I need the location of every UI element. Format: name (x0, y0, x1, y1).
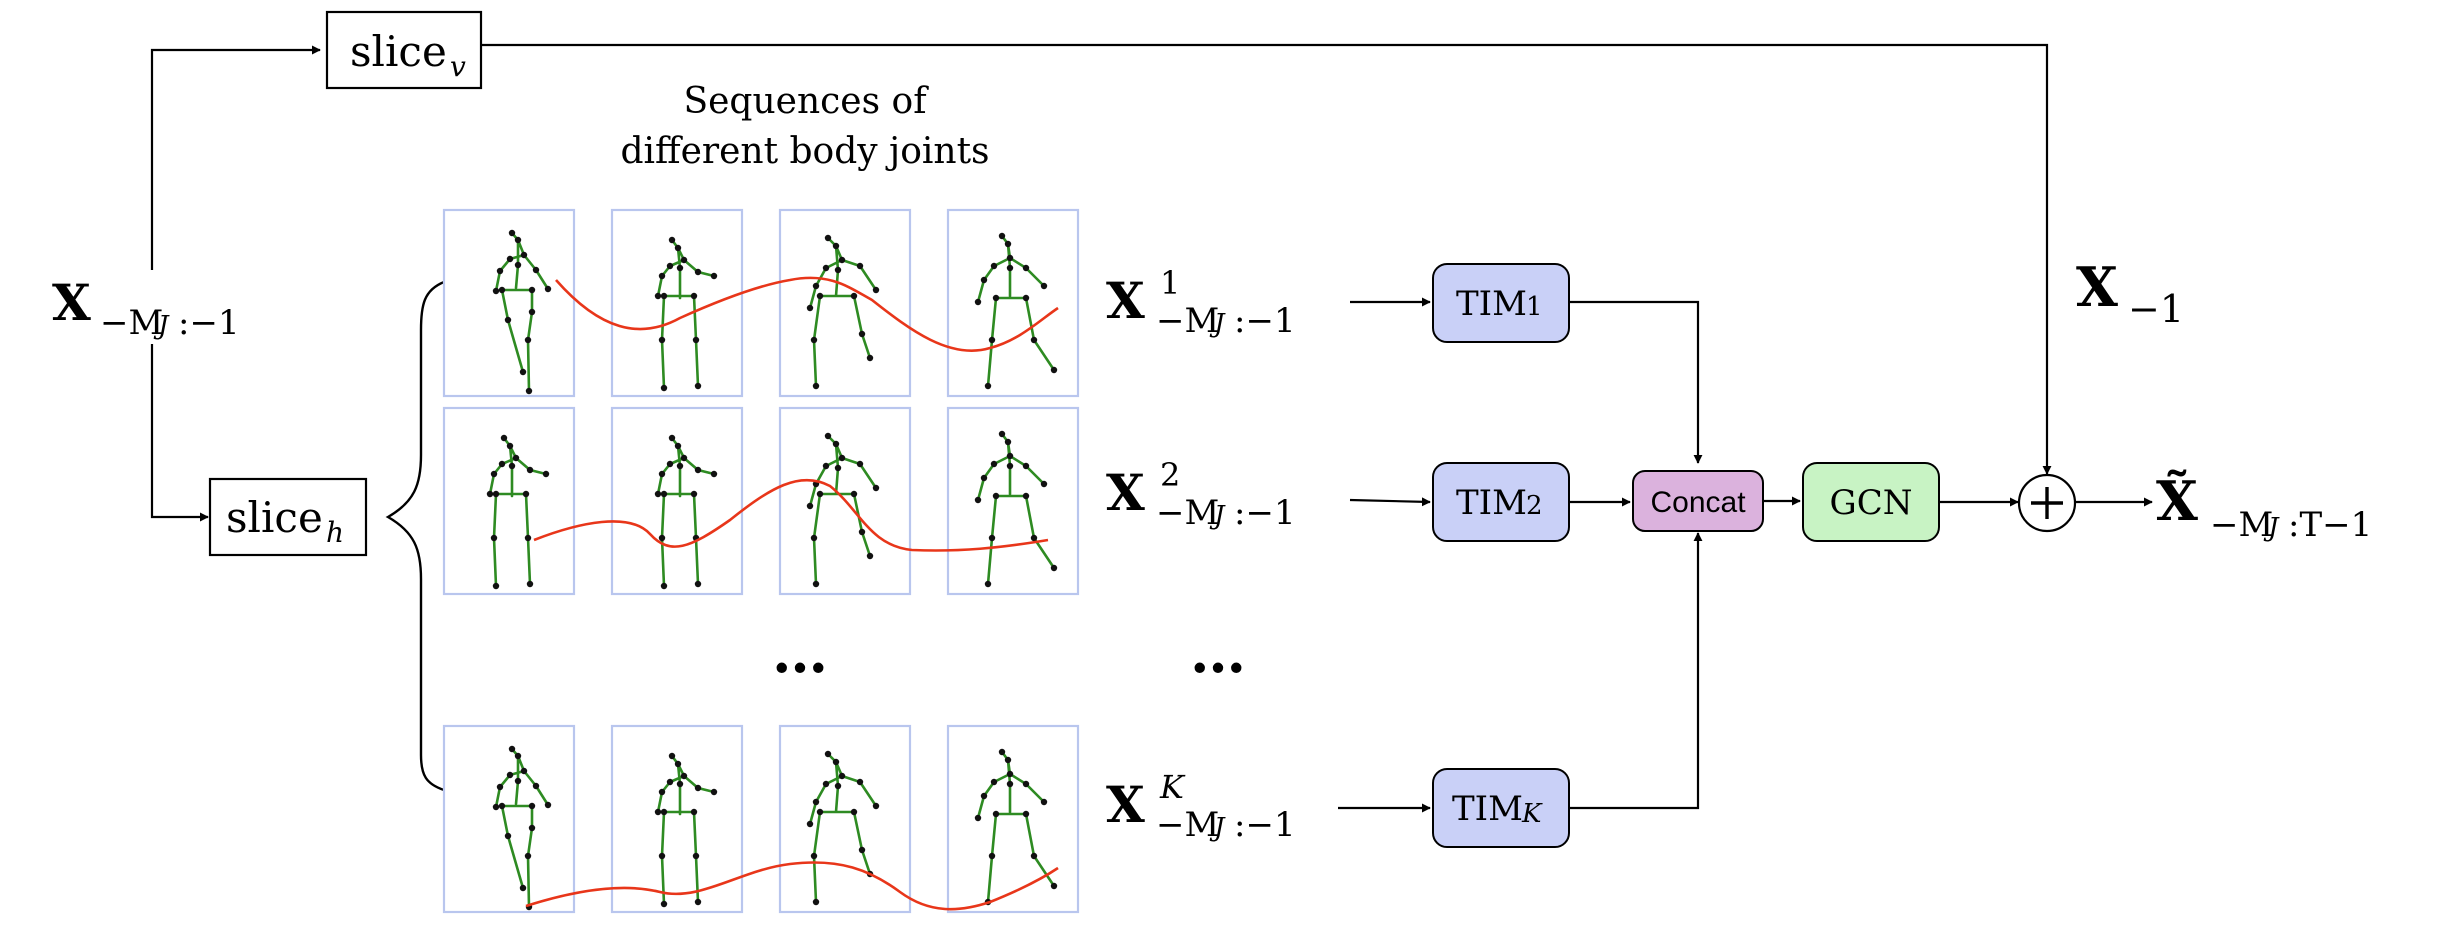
tim1-block: TIM 1 (1432, 263, 1570, 343)
svg-text:J: J (1209, 309, 1226, 339)
sequences-caption-1: Sequences of (683, 81, 929, 122)
edge-timk-to-concat (1569, 532, 1703, 810)
svg-text:1: 1 (1526, 292, 1543, 322)
svg-text:X: X (2076, 255, 2118, 319)
svg-text:2: 2 (1526, 491, 1543, 521)
svg-text:J: J (153, 311, 170, 341)
svg-text:TIM: TIM (1456, 483, 1527, 523)
svg-text:Concat: Concat (1650, 486, 1746, 519)
x2-label: X 2 −M J :−1 (1106, 456, 1296, 533)
concat-block: Concat (1632, 470, 1764, 532)
svg-text::−1: :−1 (1234, 805, 1296, 845)
svg-text:2: 2 (1160, 456, 1180, 494)
x1-label: X 1 −M J :−1 (1106, 264, 1296, 341)
ellipsis-inputs: … (1190, 620, 1246, 686)
svg-text:h: h (326, 516, 344, 549)
svg-text:X: X (1106, 775, 1145, 834)
sequences-caption-2: different body joints (620, 131, 989, 172)
output-label: X̃ −M J :T−1 (2156, 469, 2372, 545)
svg-text:J: J (2263, 513, 2280, 543)
svg-text:J: J (1209, 501, 1226, 531)
tim2-block: TIM 2 (1432, 462, 1570, 542)
edge-input-to-slice-v (150, 45, 321, 270)
svg-text::−1: :−1 (1234, 493, 1296, 533)
svg-text:−M: −M (1156, 493, 1219, 533)
svg-text:X: X (1106, 271, 1145, 330)
trajectory-row-2 (533, 478, 1049, 552)
row-k-frames (442, 724, 1080, 914)
svg-text:X: X (52, 273, 91, 332)
svg-text:slice: slice (350, 27, 447, 76)
timk-block: TIM K (1432, 768, 1570, 848)
svg-text:J: J (1209, 813, 1226, 843)
svg-text:X: X (1106, 463, 1145, 522)
curly-brace (385, 280, 445, 792)
slice-v-box: slice v (325, 10, 483, 90)
svg-text:−M: −M (2210, 505, 2273, 545)
svg-text:GCN: GCN (1830, 483, 1913, 523)
svg-text:−M: −M (100, 303, 163, 343)
plus-node (2017, 473, 2077, 533)
svg-text::−1: :−1 (178, 303, 240, 343)
svg-text:−1: −1 (2128, 287, 2184, 331)
edge-tim1-to-concat (1569, 300, 1703, 464)
svg-text:v: v (450, 50, 466, 83)
svg-text:slice: slice (226, 493, 323, 542)
row-2-frames (442, 406, 1080, 596)
svg-text:K: K (1521, 799, 1543, 829)
svg-text:−M: −M (1156, 301, 1219, 341)
svg-text::T−1: :T−1 (2288, 505, 2372, 545)
trajectory-row-k (525, 861, 1059, 911)
svg-text:K: K (1159, 768, 1186, 806)
xk-label: X K −M J :−1 (1106, 768, 1296, 845)
x-last-label: X −1 (2076, 255, 2184, 331)
input-label: X −M J :−1 (52, 273, 240, 343)
svg-text::−1: :−1 (1234, 301, 1296, 341)
edge-x2-to-tim2 (1349, 497, 1431, 507)
svg-text:1: 1 (1160, 264, 1180, 302)
row-1-frames (442, 208, 1080, 398)
svg-text:TIM: TIM (1456, 284, 1527, 324)
gcn-block: GCN (1802, 462, 1940, 542)
ellipsis-frames: … (772, 620, 828, 686)
svg-text:−M: −M (1156, 805, 1219, 845)
slice-h-box: slice h (208, 477, 368, 557)
svg-text:TIM: TIM (1452, 789, 1523, 829)
edge-skip-to-plus (481, 43, 2052, 475)
edge-input-to-slice-h (150, 344, 209, 522)
trajectory-row-1 (555, 276, 1059, 352)
svg-text:X̃: X̃ (2156, 469, 2198, 533)
